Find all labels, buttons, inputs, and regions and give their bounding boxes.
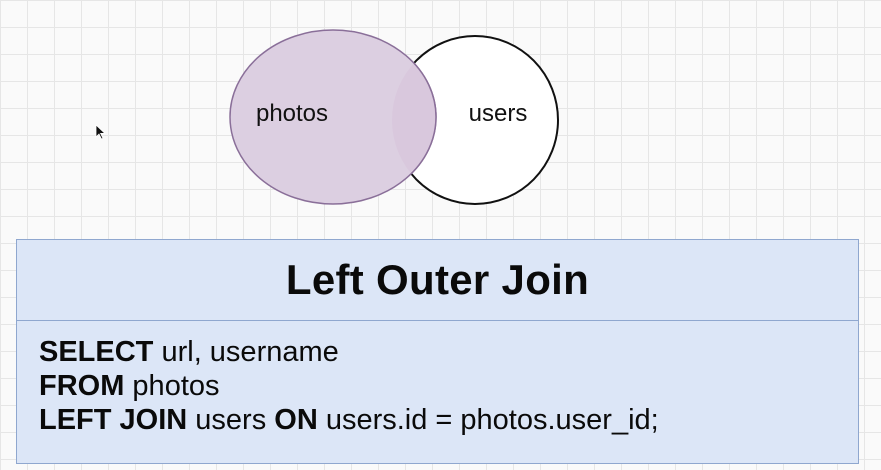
card-title: Left Outer Join: [285, 256, 590, 303]
sql-keyword: SELECT: [39, 336, 154, 368]
card-header: Left Outer Join: [17, 240, 858, 321]
sql-query: SELECT url, username FROM photos LEFT JO…: [17, 321, 858, 437]
sql-text: url, username: [153, 336, 339, 368]
join-card: Left Outer Join SELECT url, username FRO…: [16, 239, 859, 464]
users-label: users: [469, 100, 528, 127]
sql-line-from: FROM photos: [39, 369, 858, 403]
sql-line-join: LEFT JOIN users ON users.id = photos.use…: [39, 403, 858, 437]
overlap-region: [392, 36, 437, 204]
sql-text: photos: [124, 370, 220, 402]
photos-label: photos: [256, 100, 328, 127]
venn-diagram: photos users: [229, 29, 559, 205]
sql-keyword: FROM: [39, 370, 125, 402]
sql-text: users.id = photos.user_id;: [317, 404, 659, 436]
sql-keyword: LEFT JOIN: [39, 404, 188, 436]
sql-keyword: ON: [274, 404, 318, 436]
mouse-pointer-icon: [95, 124, 107, 140]
sql-line-select: SELECT url, username: [39, 335, 858, 369]
sql-text: users: [187, 404, 275, 436]
